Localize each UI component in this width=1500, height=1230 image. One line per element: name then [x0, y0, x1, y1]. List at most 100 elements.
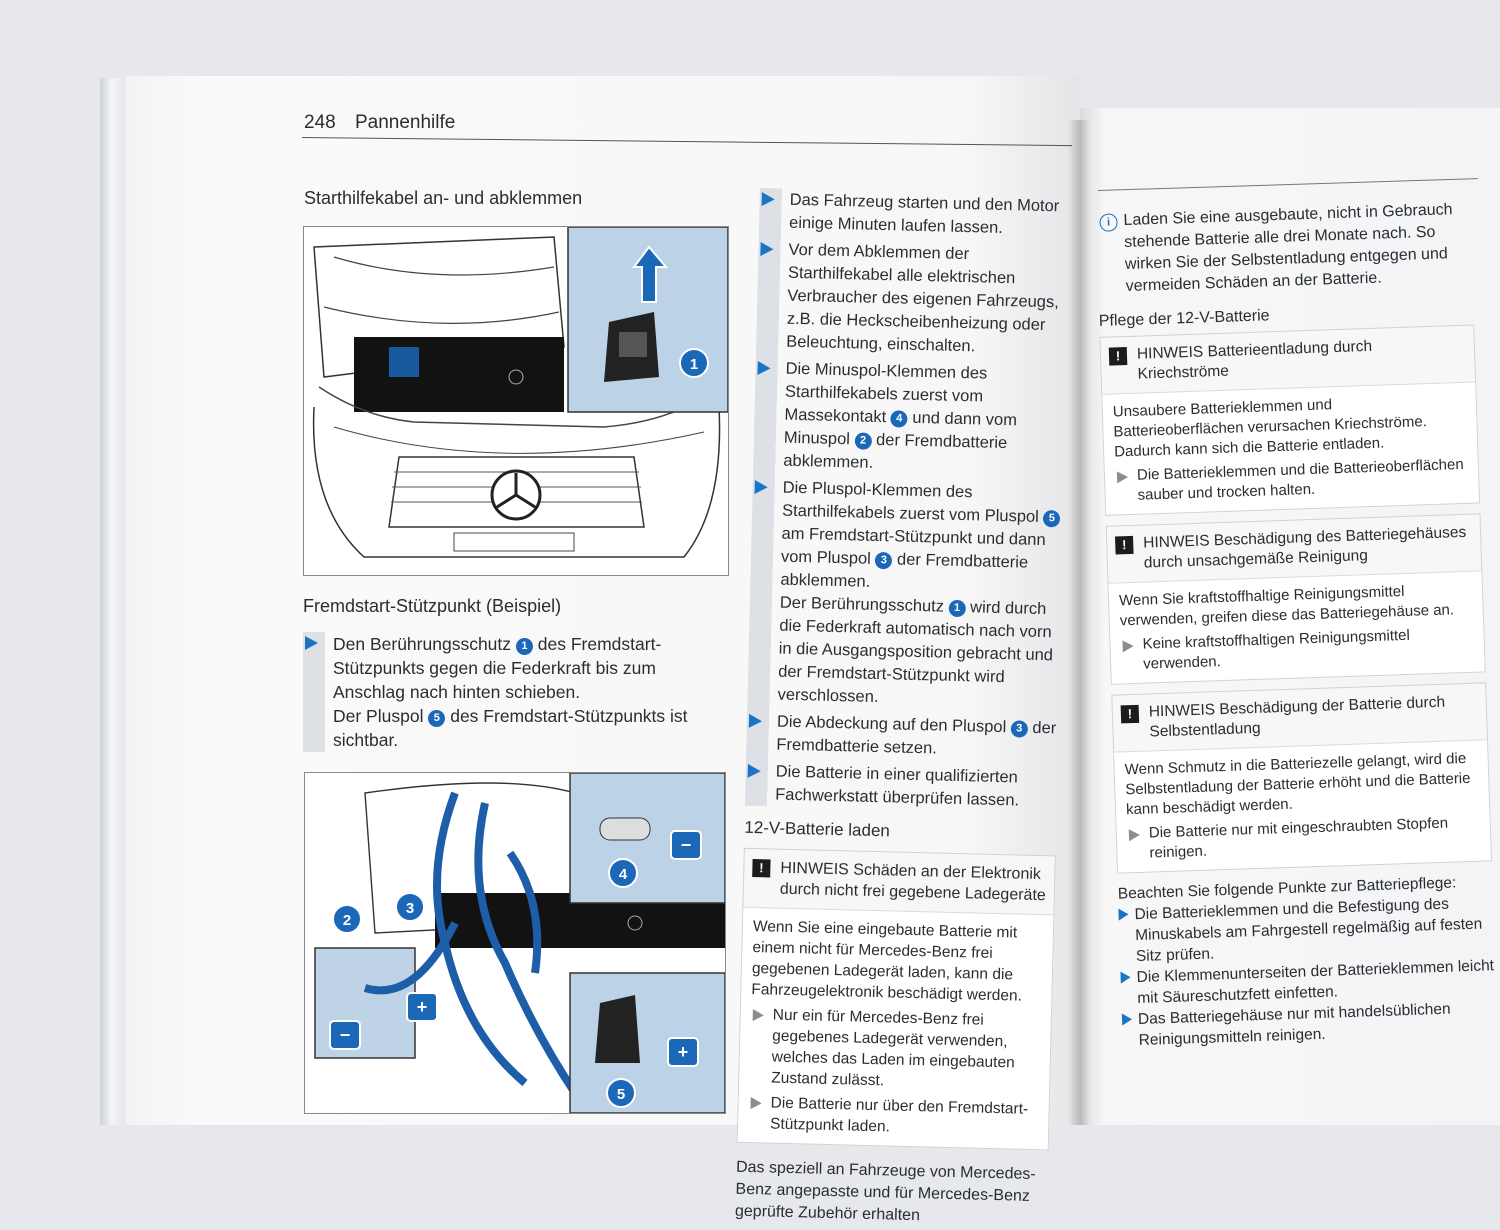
callout-badge: 1 — [515, 638, 533, 655]
info-text: Laden Sie eine ausgebaute, nicht in Gebr… — [1123, 201, 1453, 296]
step-text: Der Berührungsschutz — [779, 593, 945, 616]
arrow-right-icon — [1121, 1013, 1133, 1026]
step-start-engine: Das Fahrzeug starten und den Motor einig… — [759, 188, 1072, 242]
arrow-right-icon — [1122, 639, 1134, 653]
info-icon: i — [1099, 213, 1118, 232]
minus-sign: − — [340, 1025, 351, 1045]
arrow-right-icon — [752, 1009, 764, 1022]
arrow-right-icon — [1120, 971, 1131, 984]
step-text: Die Batterie in einer qualifizierten Fac… — [774, 762, 1020, 810]
note-header: ! HINWEIS Schäden an der Elektronik durc… — [743, 849, 1054, 915]
page-number: 248 — [304, 112, 336, 133]
step-disconnect-minus: Die Minuspol-Klemmen des Starthilfekabel… — [753, 357, 1068, 480]
note-item: Die Batterieklemmen und die Batterieober… — [1115, 455, 1469, 507]
note-item-text: Die Batterie nur über den Fremdstart-Stü… — [769, 1094, 1029, 1136]
note-title: HINWEIS Batterieentladung durch Kriechst… — [1136, 337, 1373, 383]
note-item: Nur ein für Mercedes-Benz frei gegebenes… — [749, 1004, 1041, 1095]
step-text: des Fremdstart-Stützpunkts gegen die Fed… — [333, 634, 662, 702]
callout-badge: 3 — [875, 551, 893, 570]
callout-badge: 4 — [890, 410, 908, 428]
note-item: Die Batterie nur über den Fremdstart-Stü… — [748, 1092, 1039, 1141]
callout-1: 1 — [690, 356, 698, 373]
arrow-right-icon — [747, 763, 761, 779]
left-step-block: Den Berührungsschutz 1 des Fremdstart-St… — [303, 632, 723, 752]
chapter-title: Pannenhilfe — [354, 112, 456, 133]
minus-sign: − — [681, 835, 692, 855]
callout-badge: 2 — [854, 432, 872, 450]
step-text: des Fremdstart-Stützpunkts ist sichtbar. — [333, 706, 688, 750]
note-housing-cleaning: ! HINWEIS Beschädigung des Batteriegehäu… — [1105, 513, 1486, 685]
note-text: Unsaubere Batterieklemmen und Batterieob… — [1112, 396, 1428, 461]
subsection-title: 12-V-Batterie laden — [744, 817, 891, 841]
note-item-text: Die Batterieklemmen und die Batterieober… — [1136, 455, 1464, 504]
middle-step-block: Das Fahrzeug starten und den Motor einig… — [744, 188, 1072, 814]
step-text: Vor dem Abklemmen der Starthilfekabel al… — [786, 240, 1060, 356]
note-item-text: Nur ein für Mercedes-Benz frei gegebenes… — [771, 1006, 1015, 1090]
arrow-right-icon — [748, 713, 763, 729]
figure1-caption: Fremdstart-Stützpunkt (Beispiel) — [303, 596, 562, 616]
note-body: Wenn Sie eine eingebaute Batterie mit ei… — [737, 906, 1054, 1150]
step-text: Das Fahrzeug starten und den Motor einig… — [788, 190, 1060, 237]
step-text: Die Batterieklemmen und die Befestigung … — [1134, 895, 1483, 966]
plus-sign: + — [678, 1042, 689, 1062]
arrow-right-icon — [1116, 471, 1129, 484]
note-item: Die Batterie nur mit eingeschraubten Sto… — [1127, 813, 1481, 865]
step-disconnect-plus: Die Pluspol-Klemmen des Starthilfekabels… — [747, 476, 1065, 714]
note-title: HINWEIS Beschädigung des Batteriegehäuse… — [1142, 523, 1467, 572]
note-text: Wenn Schmutz in die Batteriezelle gelang… — [1124, 750, 1471, 819]
warning-icon: ! — [1115, 535, 1134, 555]
note-text: Wenn Sie eine eingebaute Batterie mit ei… — [751, 918, 1023, 1005]
figure-jump-start-point: 1 — [303, 226, 729, 576]
step-text: Der Pluspol — [333, 706, 424, 726]
arrow-right-icon — [1128, 828, 1141, 842]
note-item: Keine kraftstoffhaltigen Reinigungsmitte… — [1120, 624, 1474, 676]
info-recharge: i Laden Sie eine ausgebaute, nicht in Ge… — [1095, 193, 1473, 305]
book-spine — [1068, 120, 1090, 1125]
warning-icon: ! — [752, 859, 771, 878]
note-body: Unsaubere Batterieklemmen und Batterieob… — [1102, 381, 1480, 515]
arrow-right-icon — [750, 1097, 762, 1110]
note-body: Wenn Schmutz in die Batteriezelle gelang… — [1114, 739, 1491, 873]
page-header: 248 Pannenhilfe — [304, 112, 455, 134]
accessory-text: Das speziell an Fahrzeuge von Mercedes-B… — [734, 1158, 1036, 1225]
note-item-text: Die Batterie nur mit eingeschraubten Sto… — [1148, 814, 1449, 862]
callout-badge: 1 — [948, 599, 966, 618]
note-item-text: Keine kraftstoffhaltigen Reinigungsmitte… — [1142, 626, 1411, 673]
step-push-cover: Den Berührungsschutz 1 des Fremdstart-St… — [303, 632, 723, 752]
callout-badge: 3 — [1010, 720, 1029, 738]
right-column: i Laden Sie eine ausgebaute, nicht in Ge… — [1095, 193, 1498, 1052]
figure-cable-connection: 2 3 4 5 − + − + — [304, 772, 726, 1114]
arrow-right-icon — [760, 242, 774, 257]
note-text: Wenn Sie kraftstoffhaltige Reinigungsmit… — [1118, 582, 1455, 630]
middle-column: Das Fahrzeug starten und den Motor einig… — [735, 188, 1072, 1230]
callout-2: 2 — [343, 912, 351, 929]
warning-icon: ! — [1108, 347, 1128, 366]
step-check-battery: Die Batterie in einer qualifizierten Fac… — [745, 760, 1058, 814]
engine-bay-illustration: 1 — [304, 227, 728, 575]
note-body: Wenn Sie kraftstoffhaltige Reinigungsmit… — [1108, 570, 1485, 684]
callout-badge: 5 — [428, 710, 446, 727]
note-charger: ! HINWEIS Schäden an der Elektronik durc… — [736, 847, 1056, 1151]
callout-badge: 5 — [1043, 510, 1061, 528]
note-leakage-current: ! HINWEIS Batterieentladung durch Kriech… — [1099, 324, 1481, 516]
note-title: HINWEIS Schäden an der Elektronik durch … — [779, 859, 1046, 905]
warning-icon: ! — [1120, 704, 1140, 724]
step-consumers-on: Vor dem Abklemmen der Starthilfekabel al… — [756, 238, 1071, 361]
arrow-right-icon — [754, 479, 768, 495]
callout-4: 4 — [619, 866, 628, 883]
arrow-right-icon — [1118, 908, 1129, 921]
step-text: Den Berührungsschutz — [333, 634, 512, 654]
note-self-discharge: ! HINWEIS Beschädigung der Batterie durc… — [1111, 682, 1492, 874]
arrow-right-icon — [761, 192, 775, 207]
note-title: HINWEIS Beschädigung der Batterie durch … — [1148, 693, 1446, 741]
step-text: Die Abdeckung auf den Pluspol — [776, 712, 1007, 737]
step-cover-plus: Die Abdeckung auf den Pluspol 3 der Frem… — [746, 710, 1059, 764]
callout-3: 3 — [406, 900, 414, 917]
plus-sign: + — [417, 997, 428, 1017]
arrow-right-icon — [305, 636, 318, 650]
cable-illustration: 2 3 4 5 − + − + — [305, 773, 725, 1113]
section-title: Starthilfekabel an- und abklemmen — [304, 188, 583, 208]
arrow-right-icon — [757, 360, 771, 376]
callout-5: 5 — [617, 1086, 625, 1103]
step-text: Die Pluspol-Klemmen des Starthilfekabels… — [781, 478, 1040, 526]
